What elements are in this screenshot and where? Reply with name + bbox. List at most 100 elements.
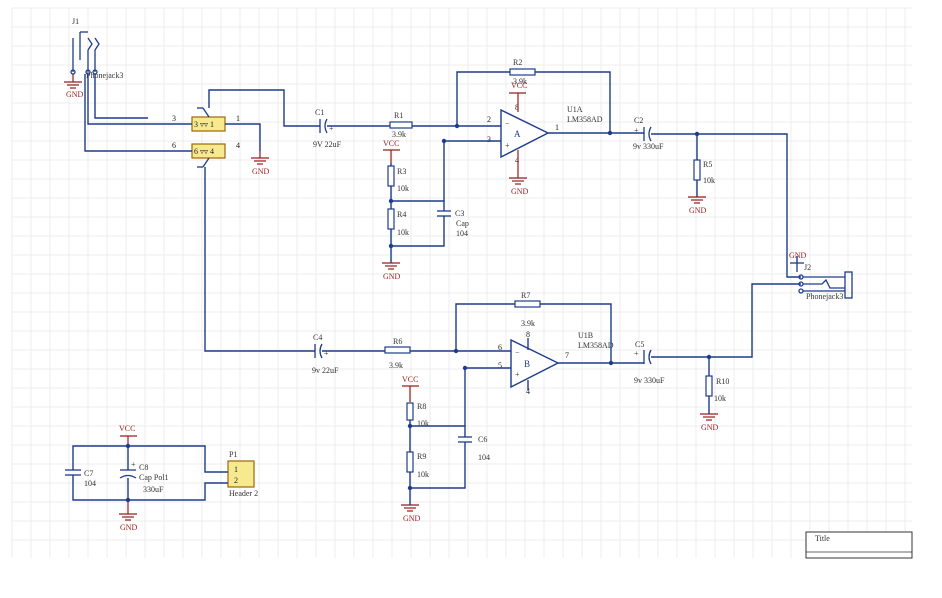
u1b-part: LM358AD [578,341,614,350]
opamp-u1b: B − + 6 5 7 8 4 U1B LM358AD [498,330,614,396]
c7-designator: C7 [84,469,93,478]
u1a-designator: U1A [567,105,583,114]
c4-plus: + [324,349,329,358]
header-p1: 1 2 P1 Header 2 [227,450,258,498]
c8-value2: 330uF [143,485,164,494]
switch-pin4: 4 [236,141,240,150]
u1b-pin8: 8 [526,330,530,339]
junctions [125,123,712,503]
r9-value: 10k [417,470,429,479]
c7-value: 104 [84,479,96,488]
r8-designator: R8 [417,402,426,411]
resistor-r7: R7 3.9k [514,291,541,328]
wire-segment [72,445,128,470]
c1-designator: C1 [315,108,324,117]
vcc-symbol-u1a: VCC [509,81,527,112]
wire-junction [125,443,131,449]
wire-segment [208,89,320,127]
wire-segment [87,74,192,125]
wire-junction [441,138,447,144]
u1a-pin2: 2 [487,115,491,124]
jack-j1: J1 Phonejack3 [70,17,123,80]
u1b-pin7: 7 [565,351,569,360]
r1-value: 3.9k [392,130,406,139]
wires [72,71,801,505]
gnd-label-u1a: GND [511,187,529,196]
vcc-symbol-power: VCC [119,424,137,446]
title-block: Title [805,531,913,559]
r2-value: 3.9k [513,77,527,86]
capacitor-c7: C7 104 [65,469,96,488]
p1-pin1: 1 [234,465,238,474]
wire-junction [407,485,413,491]
r7-value: 3.9k [521,319,535,328]
c2-value: 9v 330uF [633,142,664,151]
vcc-label-power: VCC [119,424,135,433]
u1b-plus: + [515,370,520,379]
switch-pin6: 6 [172,141,176,150]
c3-value2: 104 [456,229,468,238]
switch-bot-inner: 6 ▿▿ 4 [194,147,214,156]
gnd-symbol-r9: GND [401,504,421,523]
c1-value: 9V 22uF [313,140,342,149]
wire-segment [128,482,228,501]
r2-designator: R2 [513,58,522,67]
opamp-u1a: A − + 2 3 1 8 4 U1A LM358AD [487,103,603,165]
gnd-symbol-power: GND [119,500,138,532]
u1a-part: LM358AD [567,115,603,124]
u1b-unit: B [524,359,530,369]
c8-value: Cap Pol1 [139,473,169,482]
r10-value: 10k [714,394,726,403]
vcc-label-r8: VCC [402,375,418,384]
c2-plus: + [634,126,639,135]
wire-junction [694,131,700,137]
gnd-symbol-u1a: GND [509,150,529,196]
u1a-minus: − [505,119,510,128]
c5-plus: + [634,349,639,358]
gnd-label-j2: GND [789,251,807,260]
u1b-designator: U1B [578,331,593,340]
c8-designator: C8 [139,463,148,472]
title-block-label: Title [815,534,830,543]
capacitor-c3: C3 Cap 104 [437,209,469,238]
u1b-pin6: 6 [498,343,502,352]
wire-junction [454,123,460,129]
u1b-minus: − [515,348,520,357]
switch-s1: 3 ▿▿ 1 6 ▿▿ 4 3 1 6 4 [172,107,240,168]
gnd-label-r10: GND [701,423,719,432]
resistor-r6: R6 3.9k [384,337,411,370]
gnd-label-j1: GND [66,90,84,99]
wire-junction [607,130,613,136]
j2-designator: J2 [804,263,811,272]
u1b-pin5: 5 [498,361,502,370]
wire-junction [125,497,131,503]
j1-value: Phonejack3 [86,71,123,80]
u1a-pin4: 4 [515,156,519,165]
r7-designator: R7 [521,291,530,300]
vcc-label-u1a: VCC [511,81,527,90]
wire-segment [455,303,515,351]
r6-value: 3.9k [389,361,403,370]
c4-value: 9v 22uF [312,366,339,375]
gnd-symbol-r4: GND [382,262,401,281]
r4-designator: R4 [397,210,406,219]
c5-designator: C5 [635,340,644,349]
gnd-label-r9: GND [403,514,421,523]
wire-segment [204,167,315,352]
c3-value: Cap [456,219,469,228]
wire-segment [72,475,128,501]
c6-designator: C6 [478,435,487,444]
capacitor-c1: + C1 9V 22uF [313,108,342,149]
p1-value: Header 2 [229,489,258,498]
wire-junction [706,354,712,360]
u1a-pin1: 1 [555,123,559,132]
r3-designator: R3 [397,167,406,176]
wire-segment [84,74,192,152]
c8-plus: + [131,460,136,469]
r9-designator: R9 [417,452,426,461]
wire-junction [462,365,468,371]
gnd-symbol-j1: GND [64,74,84,99]
vcc-symbol-r8: VCC [402,375,419,402]
capacitor-c6: C6 104 [458,435,490,462]
capacitor-c2: + C2 9v 330uF [633,116,664,151]
